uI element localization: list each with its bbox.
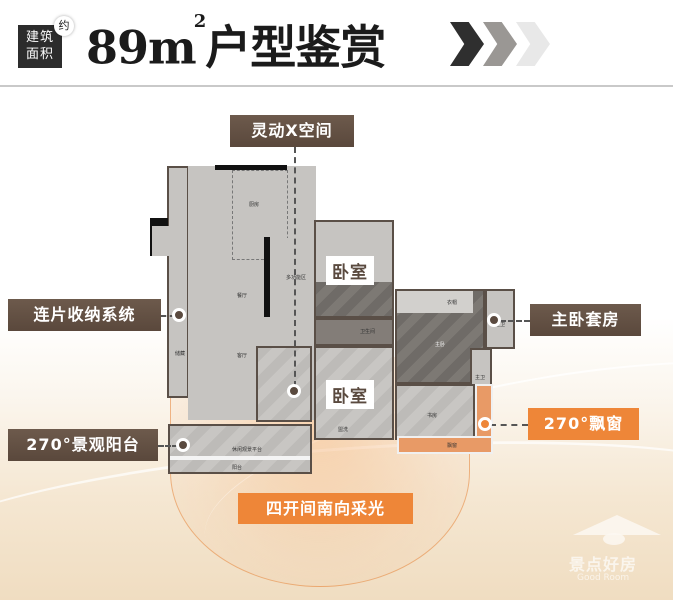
callout-balcony: 270°景观阳台 [8,429,158,461]
storage-label: 储藏 [175,351,186,357]
master-bath-2-label: 主卫 [475,375,486,381]
wall [150,218,168,226]
storage-nook [152,226,169,256]
bay-window-bottom: 飘窗 [397,436,493,454]
area-badge-line1: 建筑 [25,30,54,45]
multi-room-label: 多功能区 [286,275,307,281]
area-badge: 建筑 面积 [18,25,62,68]
marker-dot [487,313,501,327]
bay-window-label: 飘窗 [447,443,458,449]
wall [264,237,270,317]
wall [215,165,287,170]
study: 书房 [395,384,475,440]
flex-space [256,346,312,422]
balcony: 休闲观景平台 阳台 [168,424,312,474]
closet-label: 衣帽 [447,300,458,306]
master-bedroom-label: 主卧 [435,342,446,348]
callout-line [294,147,296,387]
title-text: 户型鉴赏 [205,20,386,75]
callout-line [158,445,178,447]
washroom-label: 盥洗 [338,427,349,433]
marker-dot [176,438,190,452]
storage-strip [167,166,189,398]
watermark: 景点好房 Good Room [565,515,665,590]
balcony-rail [170,456,310,460]
area-badge-line2: 面积 [25,47,54,62]
title-superscript: 2 [193,11,206,32]
callout-flex-space: 灵动X空间 [230,115,354,147]
bathroom-label: 卫生间 [360,329,376,335]
eye-icon [603,533,625,545]
title-number: 89m [86,20,197,75]
balcony-label: 阳台 [232,465,243,471]
watermark-subtext: Good Room [577,573,630,583]
bedroom-upper-label: 卧室 [326,256,374,285]
balcony-area-label: 休闲观景平台 [232,447,263,453]
dining-label: 餐厅 [237,293,248,299]
master-bath-2: 主卫 [470,348,492,388]
study-label: 书房 [427,413,438,419]
kitchen-label: 厨房 [249,202,260,208]
callout-line [500,320,530,322]
master-bath-label: 主卫 [495,322,506,328]
callout-line [490,424,528,426]
callout-master-suite: 主卧套房 [530,304,641,336]
multi-function-room: 多功能区 [270,238,315,316]
marker-dot [172,308,186,322]
approx-badge: 约 [54,16,74,36]
living-label: 客厅 [237,353,248,359]
closet-area: 衣帽 [397,291,473,313]
callout-storage-system: 连片收纳系统 [8,299,161,331]
callout-south-lighting: 四开间南向采光 [238,493,413,524]
marker-dot [478,417,492,431]
header-divider [0,85,673,87]
header: 建筑 面积 约 89m2户型鉴赏 [0,0,673,87]
marker-dot [287,384,301,398]
watermark-text: 景点好房 [569,555,638,574]
bedroom-lower-label: 卧室 [326,380,374,409]
callout-line [161,315,175,317]
bathroom: 卫生间 [314,318,394,346]
callout-bay-window: 270°飘窗 [528,408,639,440]
bedroom-upper-floor [316,282,392,316]
page-title: 89m2户型鉴赏 [86,11,386,75]
house-roof-icon [573,515,661,535]
